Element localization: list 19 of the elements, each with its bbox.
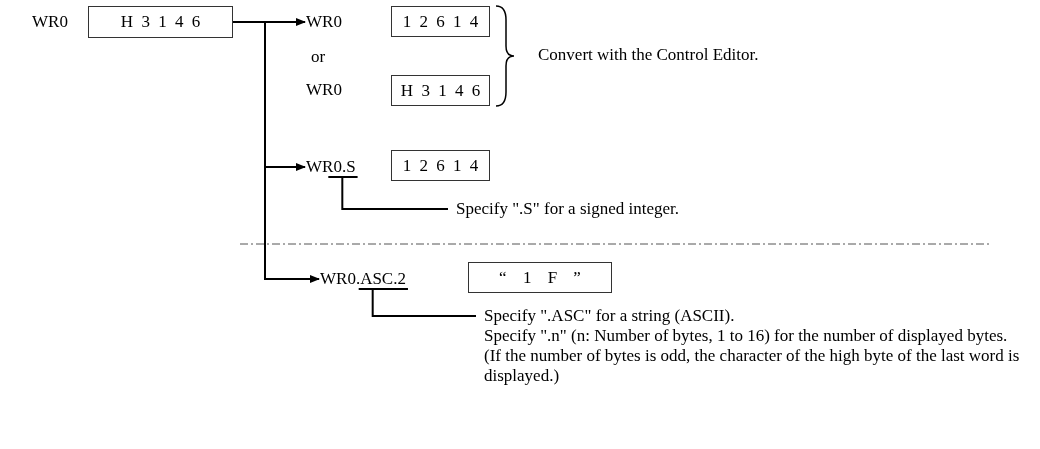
arrow bbox=[232, 21, 320, 283]
note-text: Specify ".ASC" for a string (ASCII). bbox=[484, 306, 736, 326]
register-label: WR0 bbox=[32, 12, 68, 32]
note-text: (If the number of bytes is odd, the character of the high byte of the last word is displayed.) bbox=[484, 346, 1021, 386]
value-box: 1 2 6 1 4 bbox=[391, 150, 490, 181]
operand-label: WR0.ASC.2 bbox=[320, 269, 406, 289]
value-box: 1 2 6 1 4 bbox=[391, 6, 490, 37]
value-box: “ 1 F ” bbox=[468, 262, 612, 293]
leader-line bbox=[357, 288, 477, 317]
note-text: Specify ".S" for a signed integer. bbox=[456, 199, 680, 219]
register-label: WR0 bbox=[306, 80, 342, 100]
leader-line bbox=[327, 176, 449, 210]
value-box: H 3 1 4 6 bbox=[88, 6, 233, 38]
operand-label: WR0 bbox=[306, 12, 342, 32]
value-box: H 3 1 4 6 bbox=[391, 75, 490, 106]
operand-label: WR0.S bbox=[306, 157, 356, 177]
note-text: Convert with the Control Editor. bbox=[538, 45, 759, 65]
note-text: Specify ".n" (n: Number of bytes, 1 to 16) for the number of displayed bytes. bbox=[484, 326, 1009, 346]
or-label: or bbox=[311, 47, 326, 67]
